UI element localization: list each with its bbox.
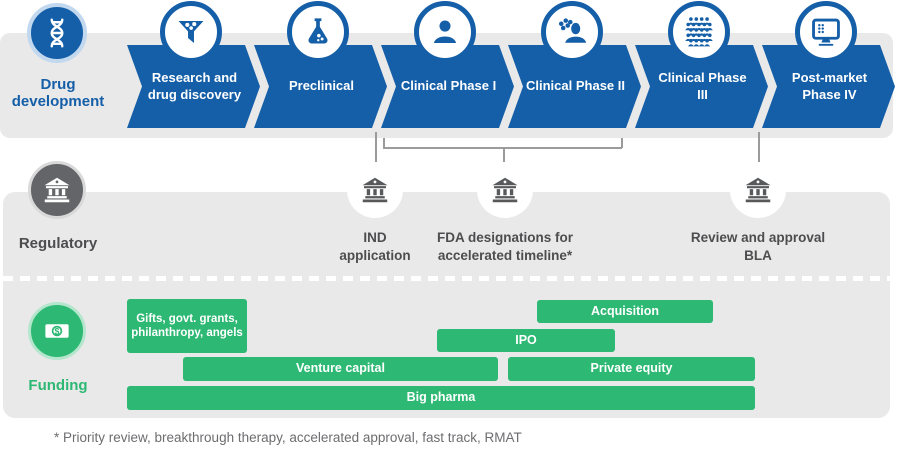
dashed-divider [3, 276, 890, 281]
flask-icon [287, 1, 349, 63]
money-icon: $ [28, 302, 86, 360]
svg-text:$: $ [55, 326, 60, 336]
bank-icon [347, 162, 403, 218]
funding-bar-ipo: IPO [437, 329, 615, 352]
funding-bar-venture-capital: Venture capital [183, 357, 498, 381]
stage-clinical-phase-1: Clinical Phase I [381, 1, 514, 128]
stage-label: Clinical Phase III [658, 69, 747, 102]
drug-development-label: Drug development [11, 76, 105, 111]
connector-bla [758, 132, 760, 162]
milestone-label: IND application [339, 230, 411, 263]
bracket-left-tick [383, 138, 385, 148]
bracket-horizontal [383, 147, 622, 149]
milestone-label: Review and approval BLA [690, 230, 826, 263]
stage-label: Post-market Phase IV [791, 69, 868, 102]
person-icon [414, 1, 476, 63]
regulatory-label: Regulatory [18, 235, 98, 252]
stage-label: Clinical Phase I [400, 78, 497, 94]
milestone-label: FDA designations for accelerated timelin… [436, 230, 573, 263]
stage-label: Research and drug discovery [147, 69, 242, 102]
milestone-fda-designations: FDA designations for accelerated timelin… [420, 162, 590, 264]
monitor-icon [795, 1, 857, 63]
funding-bar-acquisition: Acquisition [537, 300, 713, 323]
bank-icon [730, 162, 786, 218]
stage-label: Preclinical [288, 78, 355, 94]
stage-post-market-phase-4: Post-market Phase IV [762, 1, 895, 128]
dna-icon [27, 3, 87, 63]
people-icon [541, 1, 603, 63]
footnote: * Priority review, breakthrough therapy,… [54, 430, 522, 445]
bank-icon [477, 162, 533, 218]
stage-research-discovery: Research and drug discovery [127, 1, 260, 128]
bracket-drop [503, 147, 505, 162]
stage-preclinical: Preclinical [254, 1, 387, 128]
bracket-right-tick [621, 138, 623, 148]
funding-bar-big-pharma: Big pharma [127, 386, 755, 410]
funding-bar-private-equity: Private equity [508, 357, 755, 381]
bank-icon [28, 161, 86, 219]
stage-clinical-phase-3: Clinical Phase III [635, 1, 768, 128]
connector-ind [375, 132, 377, 162]
funding-bar-gifts-grants: Gifts, govt. grants, philanthropy, angel… [127, 299, 247, 353]
stage-clinical-phase-2: Clinical Phase II [508, 1, 641, 128]
stage-arrow: Research and drug discovery [127, 45, 260, 128]
funnel-icon [160, 1, 222, 63]
milestone-ind-application: IND application [290, 162, 460, 264]
funding-label: Funding [28, 377, 88, 394]
stage-label: Clinical Phase II [526, 78, 625, 94]
milestone-review-approval-bla: Review and approval BLA [673, 162, 843, 264]
crowd-icon [668, 1, 730, 63]
